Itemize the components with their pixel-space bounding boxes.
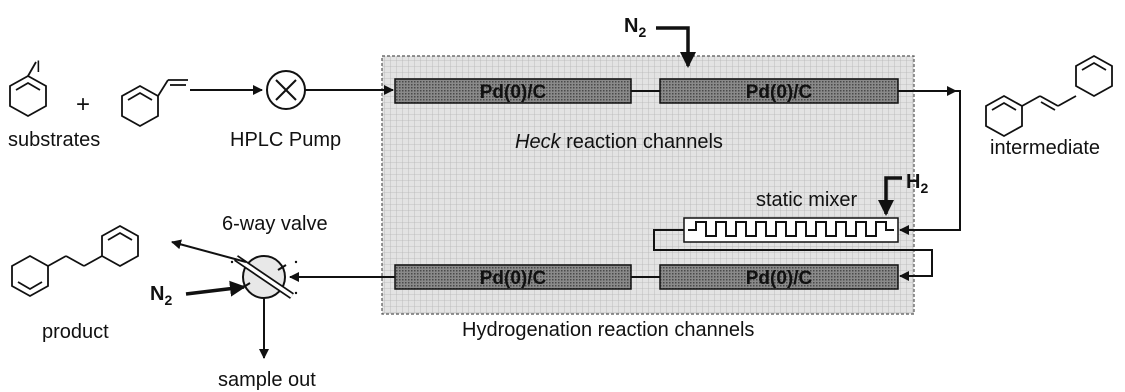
- h2-arrow: [878, 176, 902, 216]
- bibenzyl-structure: [11, 224, 139, 298]
- valve-label: 6-way valve: [222, 213, 328, 235]
- hydro-channel-2: [659, 264, 899, 290]
- substrates-label: substrates: [8, 129, 100, 151]
- heck-channel-1: [394, 78, 632, 104]
- sample-out-label: sample out: [218, 369, 316, 391]
- heck-channel-1-label: Pd(0)/C: [480, 82, 547, 103]
- static-mixer-label: static mixer: [756, 189, 857, 211]
- gases-n2_valve-sub: 2: [164, 292, 172, 308]
- six-way-valve-icon: [230, 255, 298, 299]
- pump-label: HPLC Pump: [230, 129, 341, 151]
- heck-channel-2-label: Pd(0)/C: [746, 82, 813, 103]
- gases-h2-sub: 2: [920, 180, 928, 196]
- gases-n2_valve-main: N: [150, 283, 164, 305]
- gases-h2-main: H: [906, 171, 920, 193]
- labels-heck_rest: reaction channels: [561, 131, 723, 153]
- hydro-channel-2-label: Pd(0)/C: [746, 268, 813, 289]
- n2-top-arrow: [656, 26, 696, 68]
- heck-label: Heck reaction channels: [515, 131, 723, 153]
- iodobenzene-structure: I: [9, 57, 47, 118]
- n2-valve-arrow: [185, 280, 246, 297]
- hplc-pump-icon: [266, 70, 306, 110]
- plus-sign: +: [76, 91, 90, 118]
- heck-channel-2: [659, 78, 899, 104]
- n2-valve-label: N2: [150, 283, 172, 308]
- gases-n2_top-main: N: [624, 15, 638, 37]
- hydrogenation-label: Hydrogenation reaction channels: [462, 319, 754, 341]
- intermediate-label: intermediate: [990, 137, 1100, 159]
- mixer-outlet-line: [653, 229, 933, 281]
- iodo-label: I: [36, 57, 41, 76]
- hydro-channel-1-label: Pd(0)/C: [480, 268, 547, 289]
- product-label: product: [42, 321, 109, 343]
- labels-heck_italic: Heck: [515, 131, 562, 153]
- valve-to-product-line: [171, 239, 247, 263]
- h2-label: H2: [906, 171, 928, 196]
- n2-top-label: N2: [624, 15, 646, 40]
- mixer-elements: [688, 221, 894, 237]
- stilbene-structure: [985, 54, 1113, 138]
- styrene-structure: [121, 79, 188, 128]
- intermediate-loop-line: [899, 90, 961, 235]
- gases-n2_top-sub: 2: [638, 24, 646, 40]
